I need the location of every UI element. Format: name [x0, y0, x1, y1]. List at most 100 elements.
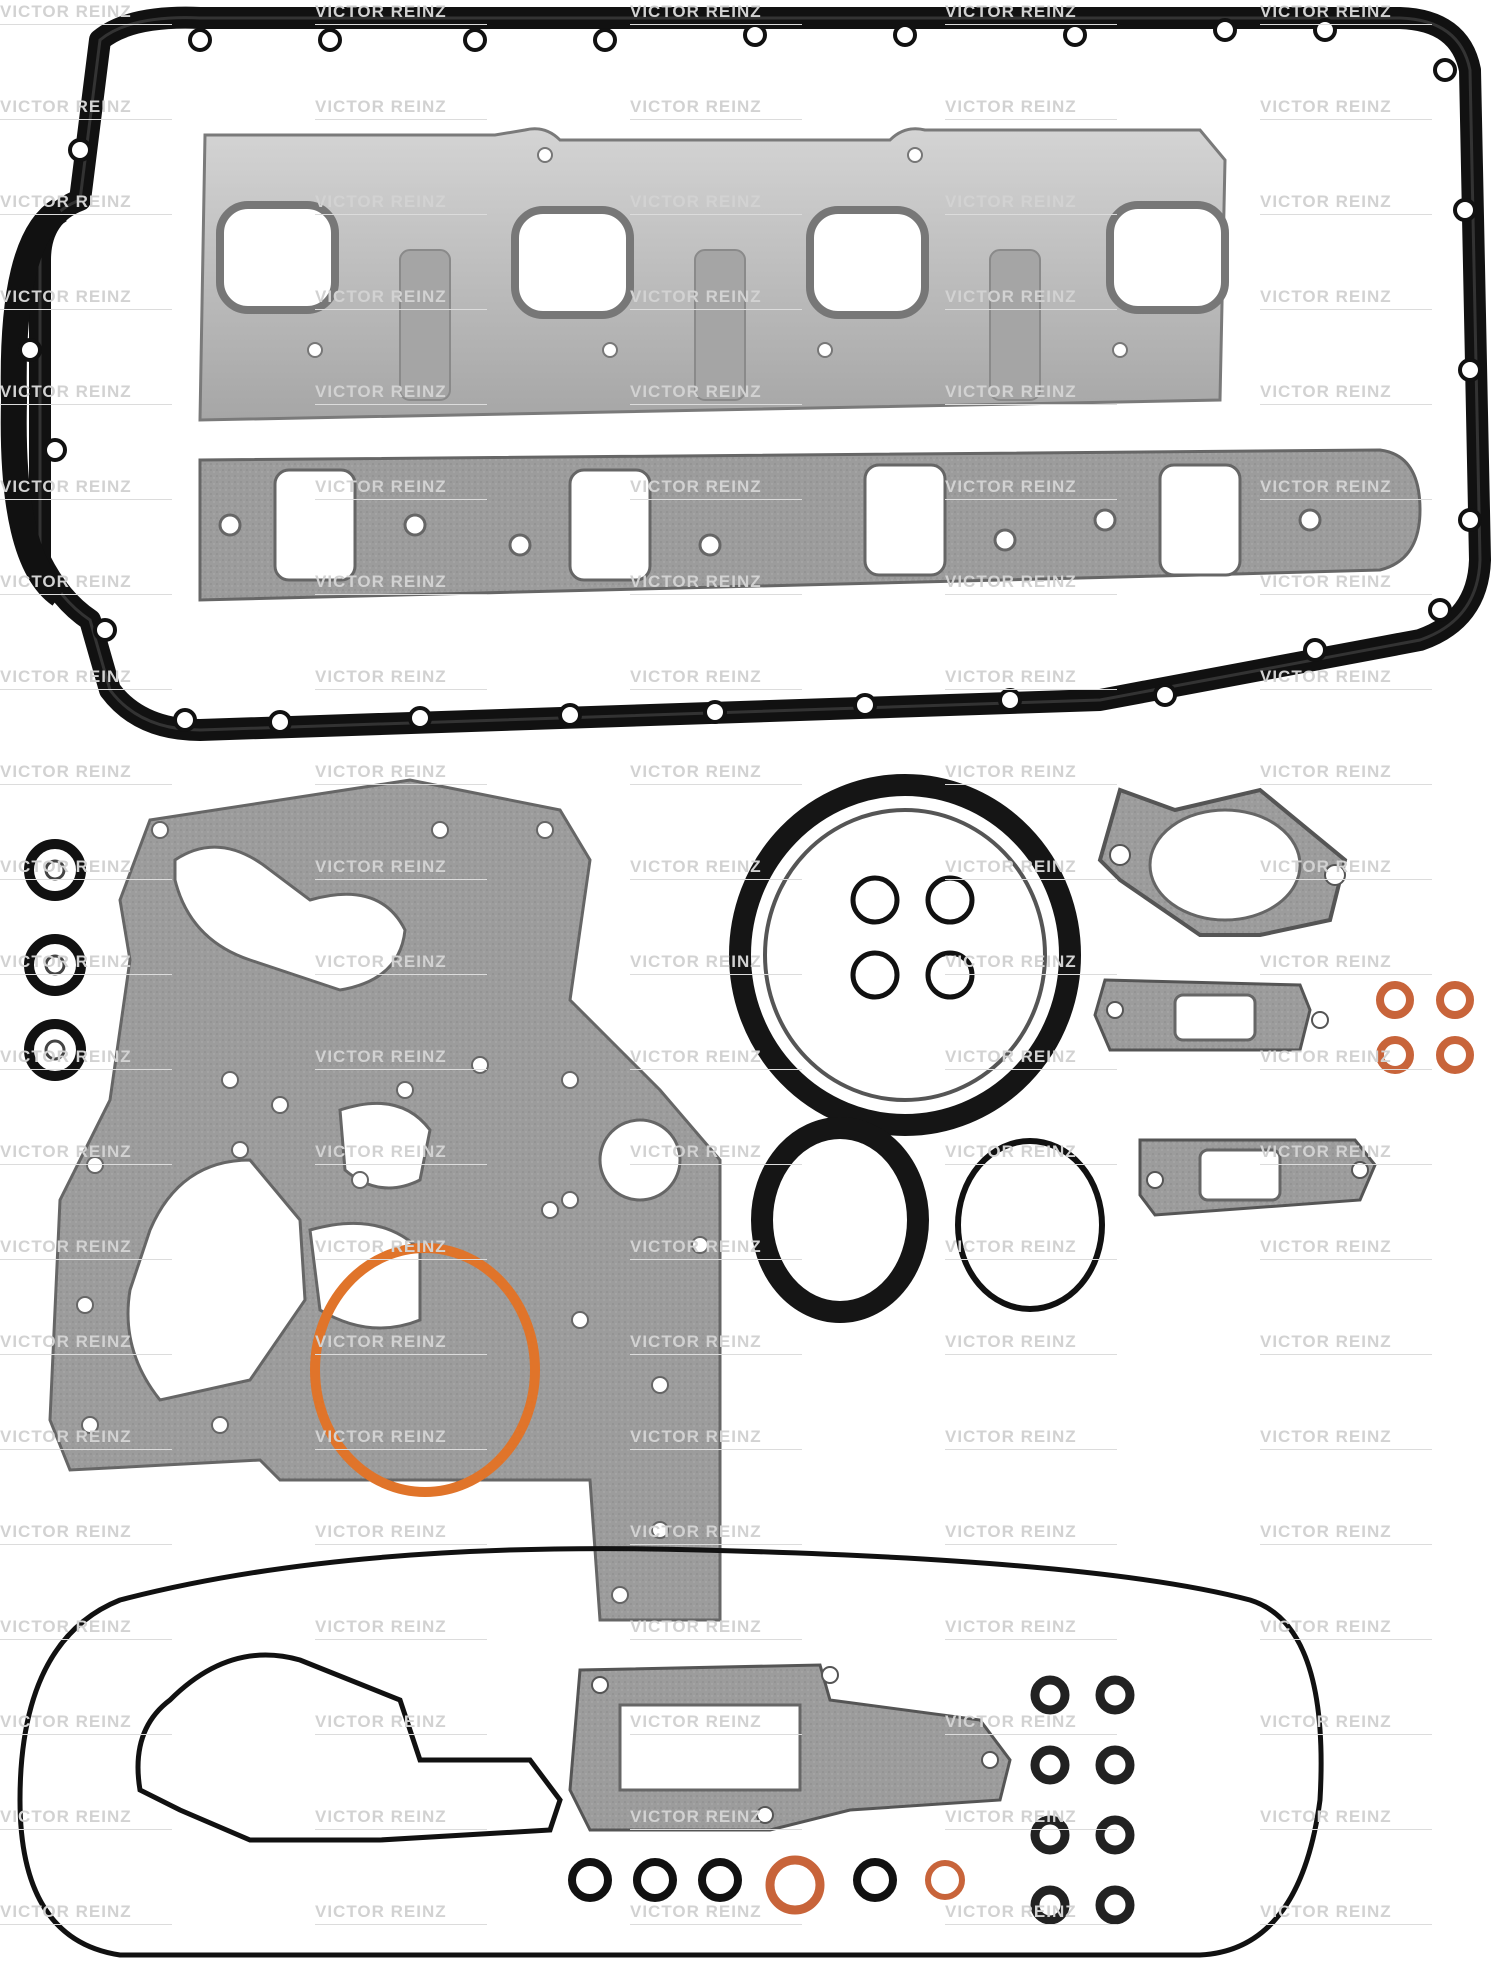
watermark-text: VICTOR REINZ	[945, 1522, 1117, 1545]
copper-washer-large	[765, 1855, 825, 1915]
watermark-text: VICTOR REINZ	[0, 1712, 172, 1735]
copper-washer	[1376, 1036, 1414, 1074]
watermark-text: VICTOR REINZ	[1260, 1047, 1432, 1070]
watermark-text: VICTOR REINZ	[0, 382, 172, 405]
watermark-text: VICTOR REINZ	[630, 1902, 802, 1925]
watermark-text: VICTOR REINZ	[315, 2, 487, 25]
watermark-text: VICTOR REINZ	[1260, 572, 1432, 595]
small-seal	[568, 1858, 612, 1902]
watermark-text: VICTOR REINZ	[315, 857, 487, 880]
watermark-text: VICTOR REINZ	[0, 1047, 172, 1070]
watermark-text: VICTOR REINZ	[315, 1522, 487, 1545]
watermark-text: VICTOR REINZ	[630, 1522, 802, 1545]
watermark-text: VICTOR REINZ	[1260, 1237, 1432, 1260]
small-o-ring	[1095, 1885, 1135, 1925]
watermark-text: VICTOR REINZ	[630, 1142, 802, 1165]
watermark-text: VICTOR REINZ	[630, 1427, 802, 1450]
watermark-text: VICTOR REINZ	[630, 382, 802, 405]
small-seal	[633, 1858, 677, 1902]
watermark-text: VICTOR REINZ	[1260, 2, 1432, 25]
orange-o-ring	[310, 1243, 540, 1497]
small-o-ring	[1030, 1885, 1070, 1925]
watermark-text: VICTOR REINZ	[0, 762, 172, 785]
watermark-text: VICTOR REINZ	[630, 1332, 802, 1355]
front-crankshaft-seal	[751, 1117, 929, 1323]
exhaust-manifold-gasket	[198, 448, 1422, 602]
thermostat-housing-gasket	[568, 1663, 1012, 1832]
watermark-text: VICTOR REINZ	[315, 97, 487, 120]
watermark-text: VICTOR REINZ	[630, 1807, 802, 1830]
watermark-text: VICTOR REINZ	[630, 667, 802, 690]
timing-cover-gasket	[48, 778, 722, 1622]
watermark-text: VICTOR REINZ	[1260, 762, 1432, 785]
watermark-text: VICTOR REINZ	[945, 857, 1117, 880]
watermark-text: VICTOR REINZ	[315, 382, 487, 405]
watermark-text: VICTOR REINZ	[315, 477, 487, 500]
sump-seal-loop	[17, 1546, 1324, 1958]
watermark-text: VICTOR REINZ	[630, 1617, 802, 1640]
watermark-text: VICTOR REINZ	[0, 857, 172, 880]
watermark-text: VICTOR REINZ	[1260, 477, 1432, 500]
watermark-text: VICTOR REINZ	[630, 952, 802, 975]
watermark-text: VICTOR REINZ	[945, 1237, 1117, 1260]
watermark-text: VICTOR REINZ	[0, 477, 172, 500]
watermark-text: VICTOR REINZ	[315, 1047, 487, 1070]
watermark-text: VICTOR REINZ	[630, 1047, 802, 1070]
watermark-text: VICTOR REINZ	[1260, 667, 1432, 690]
watermark-text: VICTOR REINZ	[945, 2, 1117, 25]
small-o-ring	[1030, 1675, 1070, 1715]
watermark-text: VICTOR REINZ	[945, 97, 1117, 120]
black-o-ring	[955, 1138, 1105, 1312]
rear-crankshaft-seal	[729, 774, 1081, 1136]
watermark-text: VICTOR REINZ	[315, 287, 487, 310]
watermark-text: VICTOR REINZ	[1260, 382, 1432, 405]
watermark-text: VICTOR REINZ	[1260, 1902, 1432, 1925]
small-flange-gasket-1	[1093, 978, 1329, 1052]
watermark-text: VICTOR REINZ	[0, 97, 172, 120]
watermark-text: VICTOR REINZ	[1260, 1522, 1432, 1545]
watermark-text: VICTOR REINZ	[945, 1902, 1117, 1925]
watermark-text: VICTOR REINZ	[630, 762, 802, 785]
watermark-text: VICTOR REINZ	[945, 1712, 1117, 1735]
valve-seal	[24, 934, 86, 996]
watermark-text: VICTOR REINZ	[315, 1332, 487, 1355]
watermark-text: VICTOR REINZ	[630, 1237, 802, 1260]
watermark-text: VICTOR REINZ	[630, 97, 802, 120]
watermark-text: VICTOR REINZ	[0, 287, 172, 310]
watermark-text: VICTOR REINZ	[315, 1902, 487, 1925]
watermark-text: VICTOR REINZ	[945, 952, 1117, 975]
watermark-text: VICTOR REINZ	[0, 1902, 172, 1925]
watermark-text: VICTOR REINZ	[0, 952, 172, 975]
small-o-ring	[1095, 1675, 1135, 1715]
flange-gasket	[1097, 787, 1348, 937]
watermark-text: VICTOR REINZ	[945, 1427, 1117, 1450]
watermark-text: VICTOR REINZ	[1260, 1332, 1432, 1355]
watermark-text: VICTOR REINZ	[0, 1427, 172, 1450]
watermark-text: VICTOR REINZ	[945, 1047, 1117, 1070]
copper-washers	[1376, 981, 1474, 1074]
valve-seal	[24, 1019, 86, 1081]
watermark-text: VICTOR REINZ	[0, 572, 172, 595]
watermark-text: VICTOR REINZ	[315, 572, 487, 595]
watermark-text: VICTOR REINZ	[315, 952, 487, 975]
watermark-text: VICTOR REINZ	[0, 1332, 172, 1355]
watermark-text: VICTOR REINZ	[315, 1807, 487, 1830]
watermark-text: VICTOR REINZ	[0, 1142, 172, 1165]
small-o-ring	[1030, 1815, 1070, 1855]
watermark-text: VICTOR REINZ	[1260, 1427, 1432, 1450]
watermark-text: VICTOR REINZ	[630, 287, 802, 310]
copper-washer	[1436, 981, 1474, 1019]
watermark-text: VICTOR REINZ	[0, 667, 172, 690]
copper-washer	[1436, 1036, 1474, 1074]
small-o-ring	[1030, 1745, 1070, 1785]
watermark-text: VICTOR REINZ	[630, 857, 802, 880]
watermark-text: VICTOR REINZ	[315, 667, 487, 690]
small-o-ring	[1095, 1745, 1135, 1785]
watermark-text: VICTOR REINZ	[315, 1712, 487, 1735]
small-o-ring-set	[1030, 1675, 1135, 1925]
watermark-text: VICTOR REINZ	[630, 477, 802, 500]
watermark-text: VICTOR REINZ	[630, 1712, 802, 1735]
watermark-text: VICTOR REINZ	[945, 192, 1117, 215]
